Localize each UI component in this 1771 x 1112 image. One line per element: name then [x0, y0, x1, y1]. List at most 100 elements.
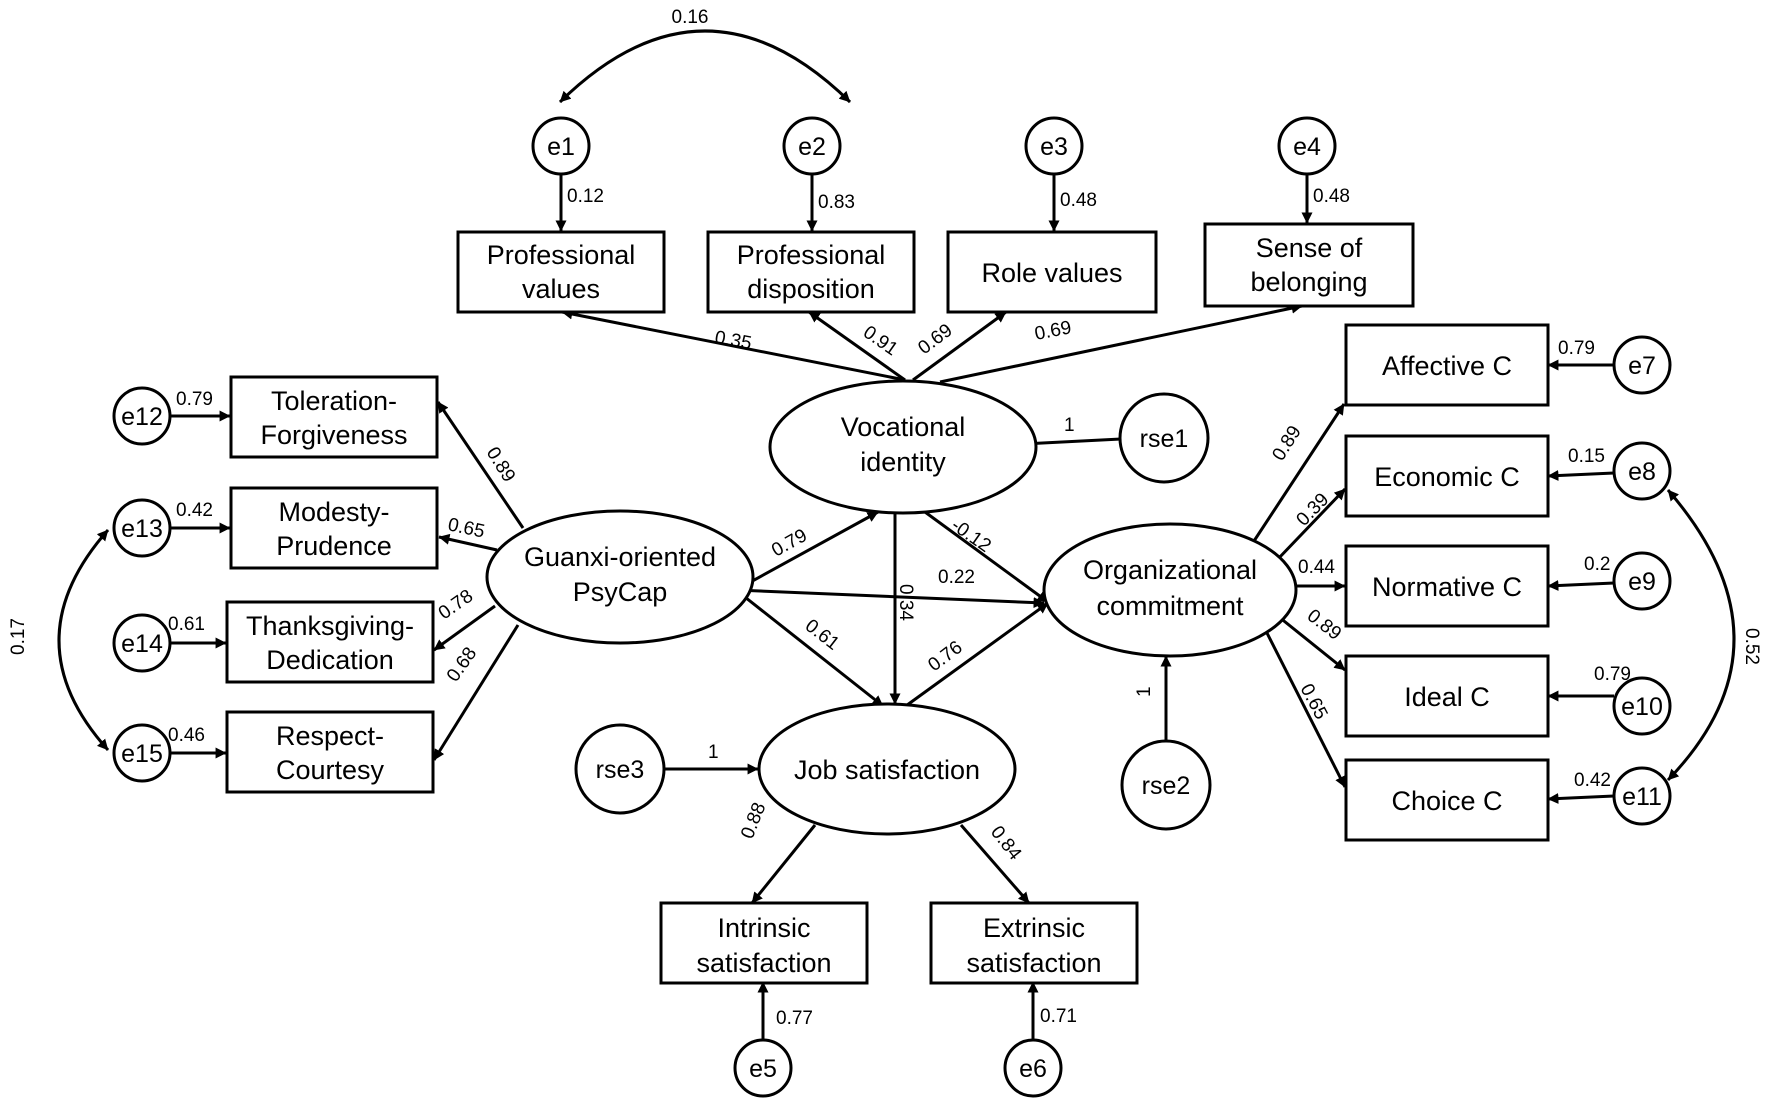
box-role-values: Role values	[946, 230, 1158, 314]
arrow-js-oc	[902, 601, 1049, 710]
coef-e8-economic: 0.15	[1568, 446, 1605, 467]
arrow-gp-toleration	[436, 401, 525, 529]
coef-gp-vi: 0.79	[768, 525, 811, 561]
circle-e15-label: e15	[121, 740, 163, 768]
latent-variables: Vocational identity Guanxi-oriented PsyC…	[485, 379, 1298, 836]
circle-e3-label: e3	[1040, 133, 1068, 161]
circle-e2: e2	[782, 116, 842, 176]
circle-e15: e15	[112, 723, 172, 783]
arrow-gp-respect	[432, 624, 520, 761]
coef-e3-role-values: 0.48	[1060, 190, 1097, 211]
box-toleration-forgiveness: Toleration- Forgiveness	[229, 375, 439, 459]
circle-e10: e10	[1612, 676, 1672, 736]
circle-e8: e8	[1612, 441, 1672, 501]
circle-e2-label: e2	[798, 133, 826, 161]
box-modesty-prudence: Modesty- Prudence	[229, 486, 439, 570]
coef-gp-oc: 0.22	[938, 567, 975, 588]
coef-cov-e8-e11: 0.52	[1741, 628, 1762, 665]
oval-organizational-commitment: Organizational commitment	[1042, 522, 1298, 658]
box-sense-of-belonging-line1: Sense of	[1256, 233, 1363, 263]
circle-e12-label: e12	[121, 403, 163, 431]
coef-e11-choice: 0.42	[1574, 770, 1611, 791]
coef-rse1-vi: 1	[1064, 415, 1075, 436]
circle-e7-label: e7	[1628, 352, 1656, 380]
coef-rse3-js: 1	[708, 742, 719, 763]
box-respect-line2: Courtesy	[276, 755, 385, 785]
circle-rse3: rse3	[574, 723, 666, 815]
box-professional-disposition-line1: Professional	[737, 240, 886, 270]
box-intrinsic-line2: satisfaction	[696, 948, 831, 978]
box-extrinsic-line2: satisfaction	[966, 948, 1101, 978]
coef-oc-normative: 0.44	[1298, 557, 1335, 578]
coef-js-oc: 0.76	[924, 637, 966, 676]
coef-e15-respect: 0.46	[168, 725, 205, 746]
box-affective-c: Affective C	[1344, 323, 1550, 407]
coef-js-intrinsic: 0.88	[737, 800, 770, 842]
circle-e3: e3	[1024, 116, 1084, 176]
oval-vocational-identity-line2: identity	[860, 447, 946, 477]
coef-gp-thanksgiving: 0.78	[435, 586, 477, 624]
circle-rse1: rse1	[1118, 392, 1210, 484]
arrow-gp-vi	[735, 510, 879, 592]
coef-e2-professional-disposition: 0.83	[818, 192, 855, 213]
coef-e9-normative: 0.2	[1584, 554, 1610, 575]
oval-guanxi-line2: PsyCap	[573, 577, 668, 607]
box-professional-disposition: Professional disposition	[706, 230, 916, 314]
box-professional-values: Professional values	[456, 230, 666, 314]
box-professional-disposition-line2: disposition	[747, 274, 875, 304]
arrow-oc-affective	[1252, 403, 1346, 542]
box-professional-values-line1: Professional	[487, 240, 636, 270]
circle-e4: e4	[1277, 116, 1337, 176]
box-extrinsic-satisfaction: Extrinsic satisfaction	[929, 901, 1139, 985]
coef-oc-affective: 0.89	[1268, 422, 1305, 464]
arrow-e9-normative	[1547, 580, 1615, 592]
circle-e8-label: e8	[1628, 458, 1656, 486]
coef-js-extrinsic: 0.84	[986, 822, 1026, 864]
coef-vi-professional-disposition: 0.91	[859, 322, 901, 360]
box-toleration-line2: Forgiveness	[260, 420, 407, 450]
circle-e14: e14	[112, 613, 172, 673]
arrow-oc-ideal	[1278, 615, 1346, 672]
circle-rse3-label: rse3	[596, 756, 645, 784]
box-thanksgiving-dedication: Thanksgiving- Dedication	[225, 600, 435, 684]
oval-guanxi-line1: Guanxi-oriented	[524, 542, 716, 572]
arrow-gp-thanksgiving	[433, 604, 496, 652]
coef-e10-ideal: 0.79	[1594, 664, 1631, 685]
covariance-e8-e11	[1666, 489, 1736, 782]
arrow-gp-js	[735, 588, 884, 708]
circle-e10-label: e10	[1621, 693, 1663, 721]
coef-e13-modesty: 0.42	[176, 500, 213, 521]
observed-variables: Professional values Professional disposi…	[225, 222, 1550, 985]
paths	[57, 29, 1736, 1040]
arrow-rse1-vi	[1022, 437, 1122, 449]
coef-cov-e1-e2: 0.16	[672, 7, 709, 28]
circle-rse1-label: rse1	[1140, 425, 1189, 453]
coef-rse2-oc: 1	[1134, 686, 1155, 697]
oval-job-satisfaction: Job satisfaction	[757, 702, 1017, 836]
coef-e4-sense-of-belonging: 0.48	[1313, 186, 1350, 207]
oval-vocational-identity-line1: Vocational	[841, 412, 966, 442]
arrow-vi-sense-of-belonging	[939, 302, 1303, 384]
oval-vocational-identity: Vocational identity	[768, 379, 1038, 515]
circle-e11: e11	[1612, 766, 1672, 826]
covariance-e1-e2	[558, 29, 852, 104]
coef-vi-js: 0.34	[895, 584, 916, 621]
coef-gp-respect: 0.68	[443, 644, 481, 686]
oval-job-satisfaction-label: Job satisfaction	[794, 755, 980, 785]
box-affective-c-label: Affective C	[1382, 351, 1512, 381]
circle-e7: e7	[1612, 335, 1672, 395]
box-respect-line1: Respect-	[276, 721, 384, 751]
circle-e1: e1	[531, 116, 591, 176]
coef-e1-professional-values: 0.12	[567, 186, 604, 207]
circle-rse2: rse2	[1120, 739, 1212, 831]
box-economic-c: Economic C	[1344, 434, 1550, 518]
box-role-values-line1: Role values	[981, 258, 1122, 288]
circle-e6: e6	[1003, 1038, 1063, 1098]
oval-oc-line1: Organizational	[1083, 555, 1257, 585]
arrow-js-extrinsic	[959, 824, 1031, 904]
coef-e12-toleration: 0.79	[176, 389, 213, 410]
box-toleration-line1: Toleration-	[271, 386, 397, 416]
box-intrinsic-line1: Intrinsic	[717, 913, 810, 943]
coef-vi-oc: -0.12	[947, 515, 995, 557]
